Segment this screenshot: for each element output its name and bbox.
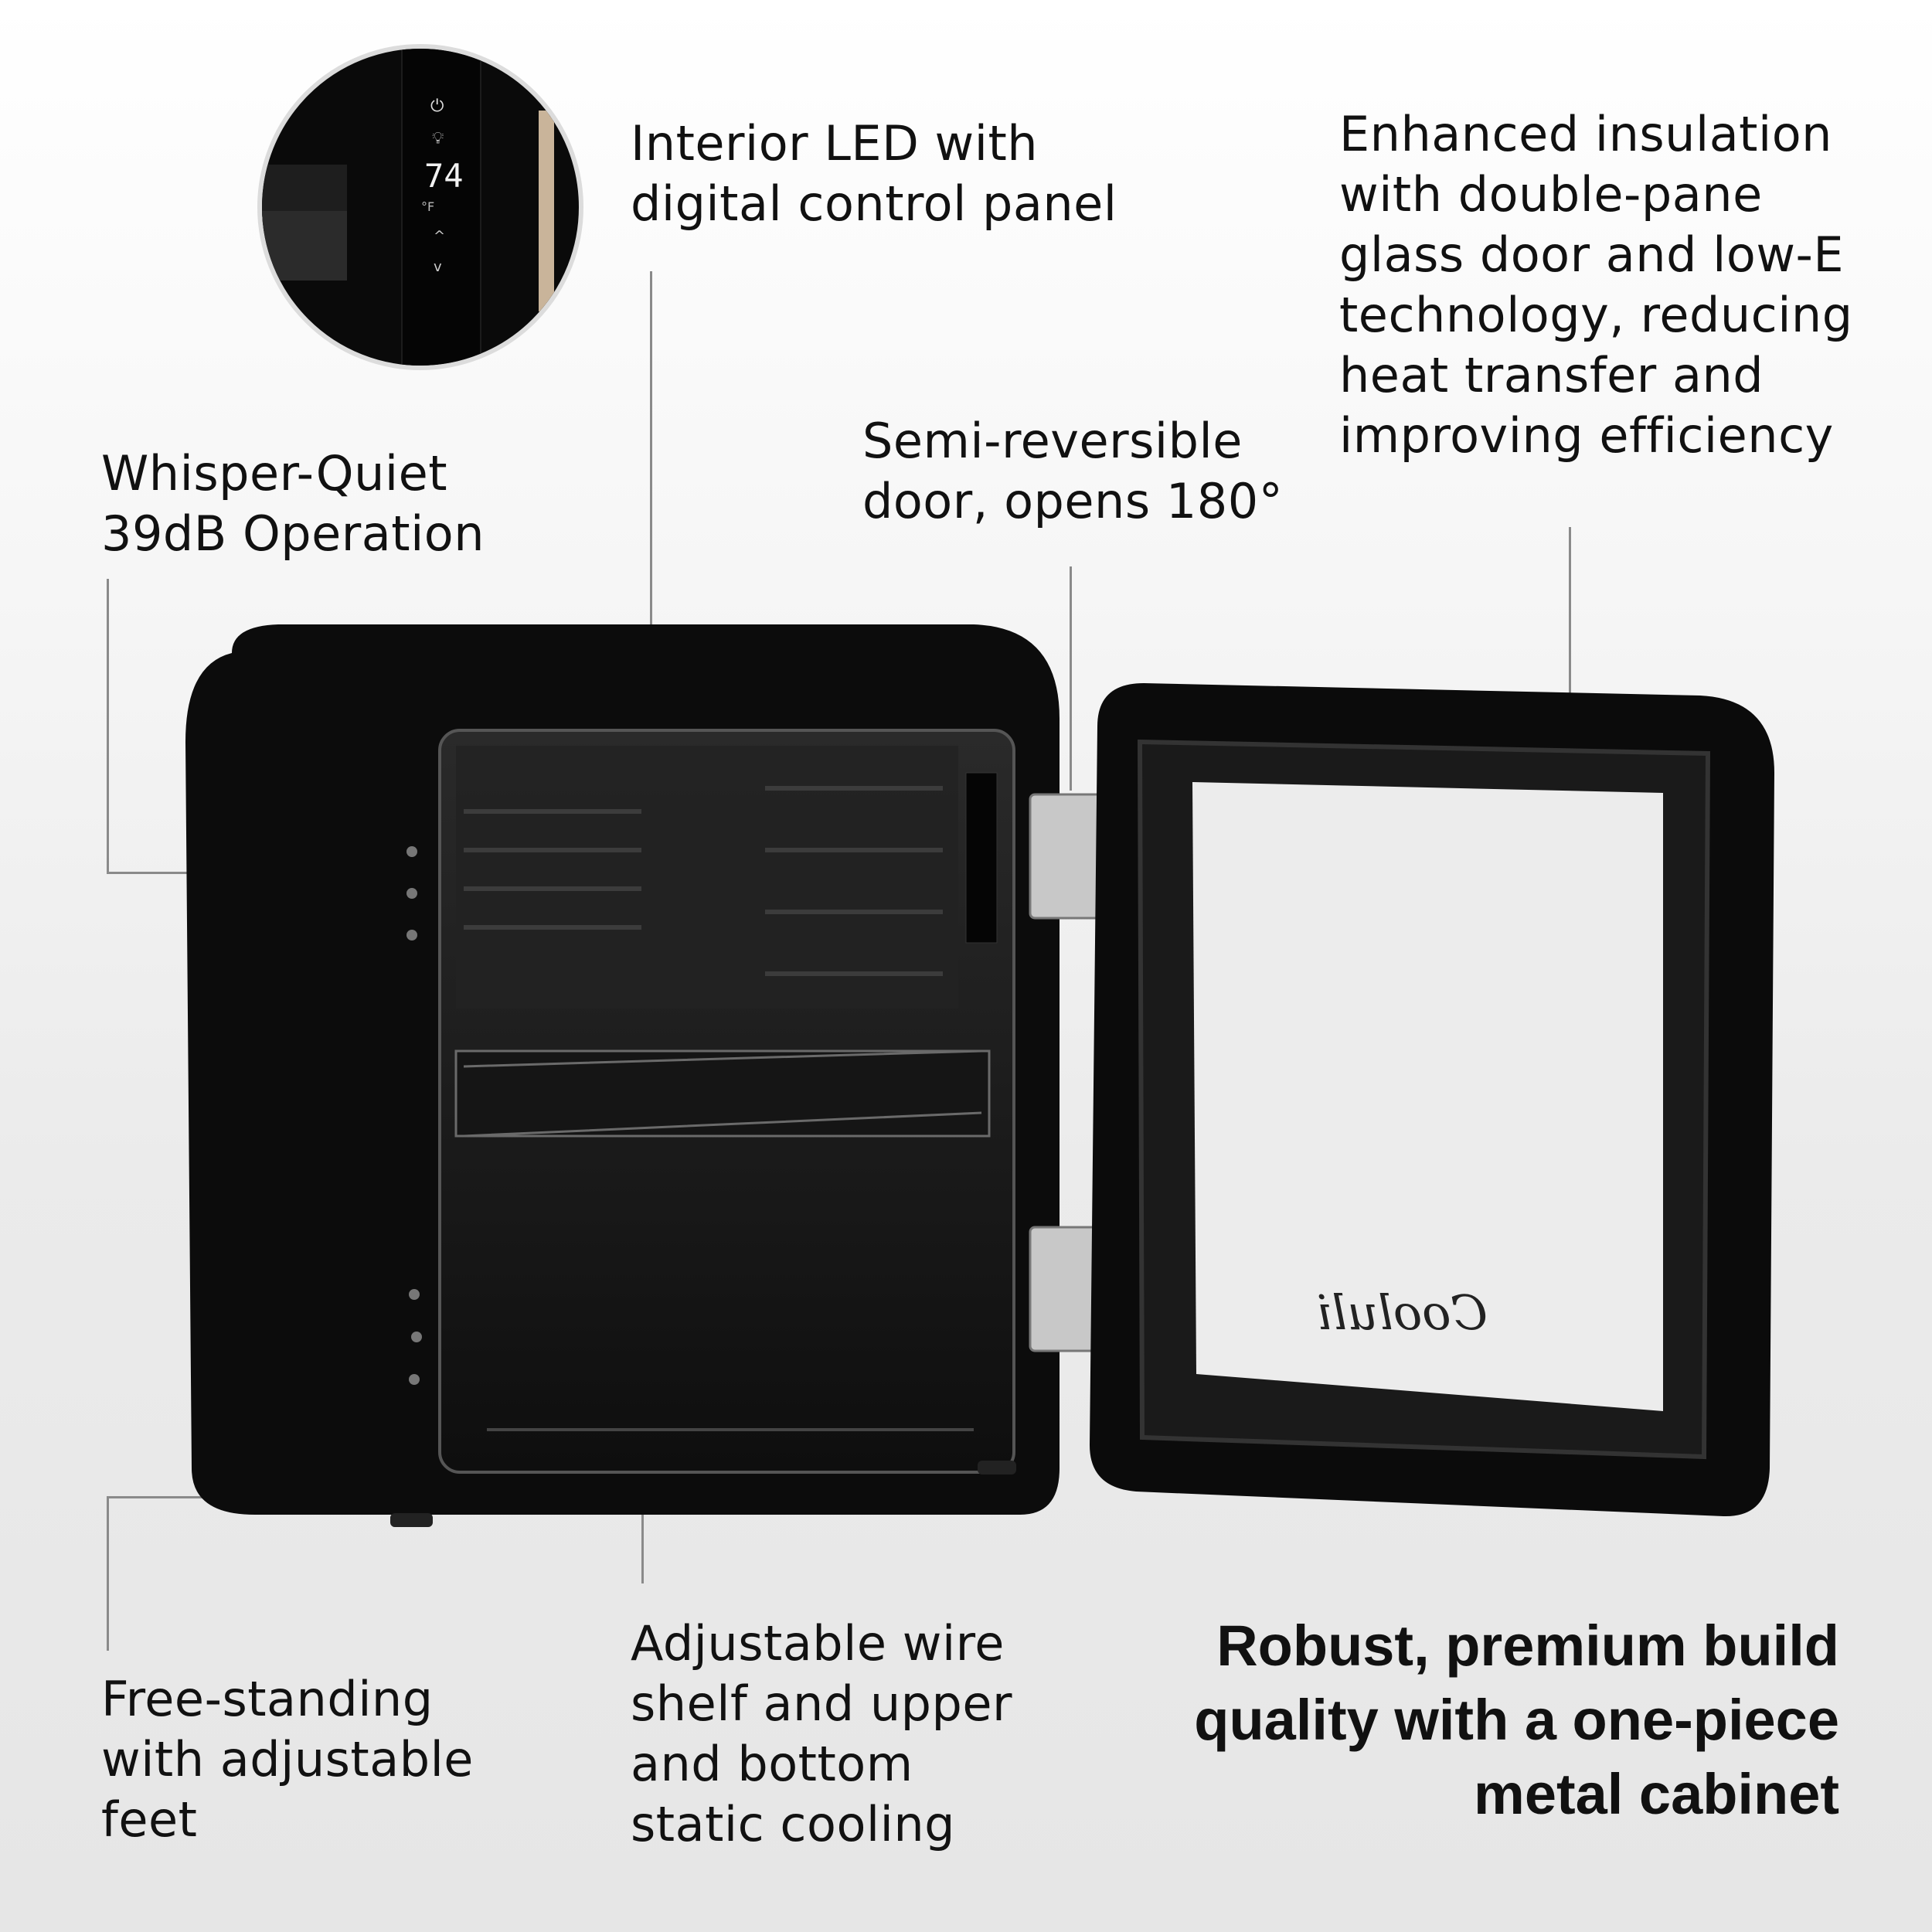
- caption-insulation: Enhanced insulation with double-pane gla…: [1339, 106, 1853, 464]
- caption-door: Semi-reversible door, opens 180°: [862, 413, 1284, 529]
- leader-line-quiet-h: [107, 872, 259, 874]
- leader-line-quiet: [107, 579, 109, 873]
- caption-feet: Free-standing with adjustable feet: [101, 1671, 474, 1848]
- chevron-down-icon[interactable]: v: [434, 259, 442, 275]
- control-panel-inset: ⏻ 💡︎ 74 °F ^ v: [257, 44, 583, 370]
- leader-line-led: [650, 271, 652, 888]
- temperature-display: 74: [424, 157, 464, 195]
- leader-line-door: [1070, 566, 1072, 791]
- headline: Robust, premium build quality with a one…: [1194, 1614, 1839, 1826]
- interior-control-panel: [965, 772, 998, 944]
- caption-interior-led: Interior LED with digital control panel: [631, 115, 1117, 232]
- light-bulb-icon[interactable]: 💡︎: [432, 129, 444, 148]
- adjustable-foot: [390, 1513, 433, 1527]
- leader-line-feet: [107, 1496, 109, 1651]
- caption-quiet: Whisper-Quiet 39dB Operation: [101, 445, 485, 562]
- brand-logo: Cooluli: [1316, 1284, 1488, 1341]
- caption-shelf: Adjustable wire shelf and upper and bott…: [631, 1615, 1012, 1852]
- adjustable-foot: [978, 1461, 1016, 1475]
- unit-label: °F: [421, 199, 435, 214]
- door-glass-pane: [1192, 782, 1663, 1411]
- wire-shelf: [454, 1049, 991, 1138]
- power-icon[interactable]: ⏻: [430, 97, 444, 116]
- door-hinge: [1029, 793, 1105, 1352]
- cabinet-screws: [406, 846, 422, 1385]
- chevron-up-icon[interactable]: ^: [434, 228, 446, 244]
